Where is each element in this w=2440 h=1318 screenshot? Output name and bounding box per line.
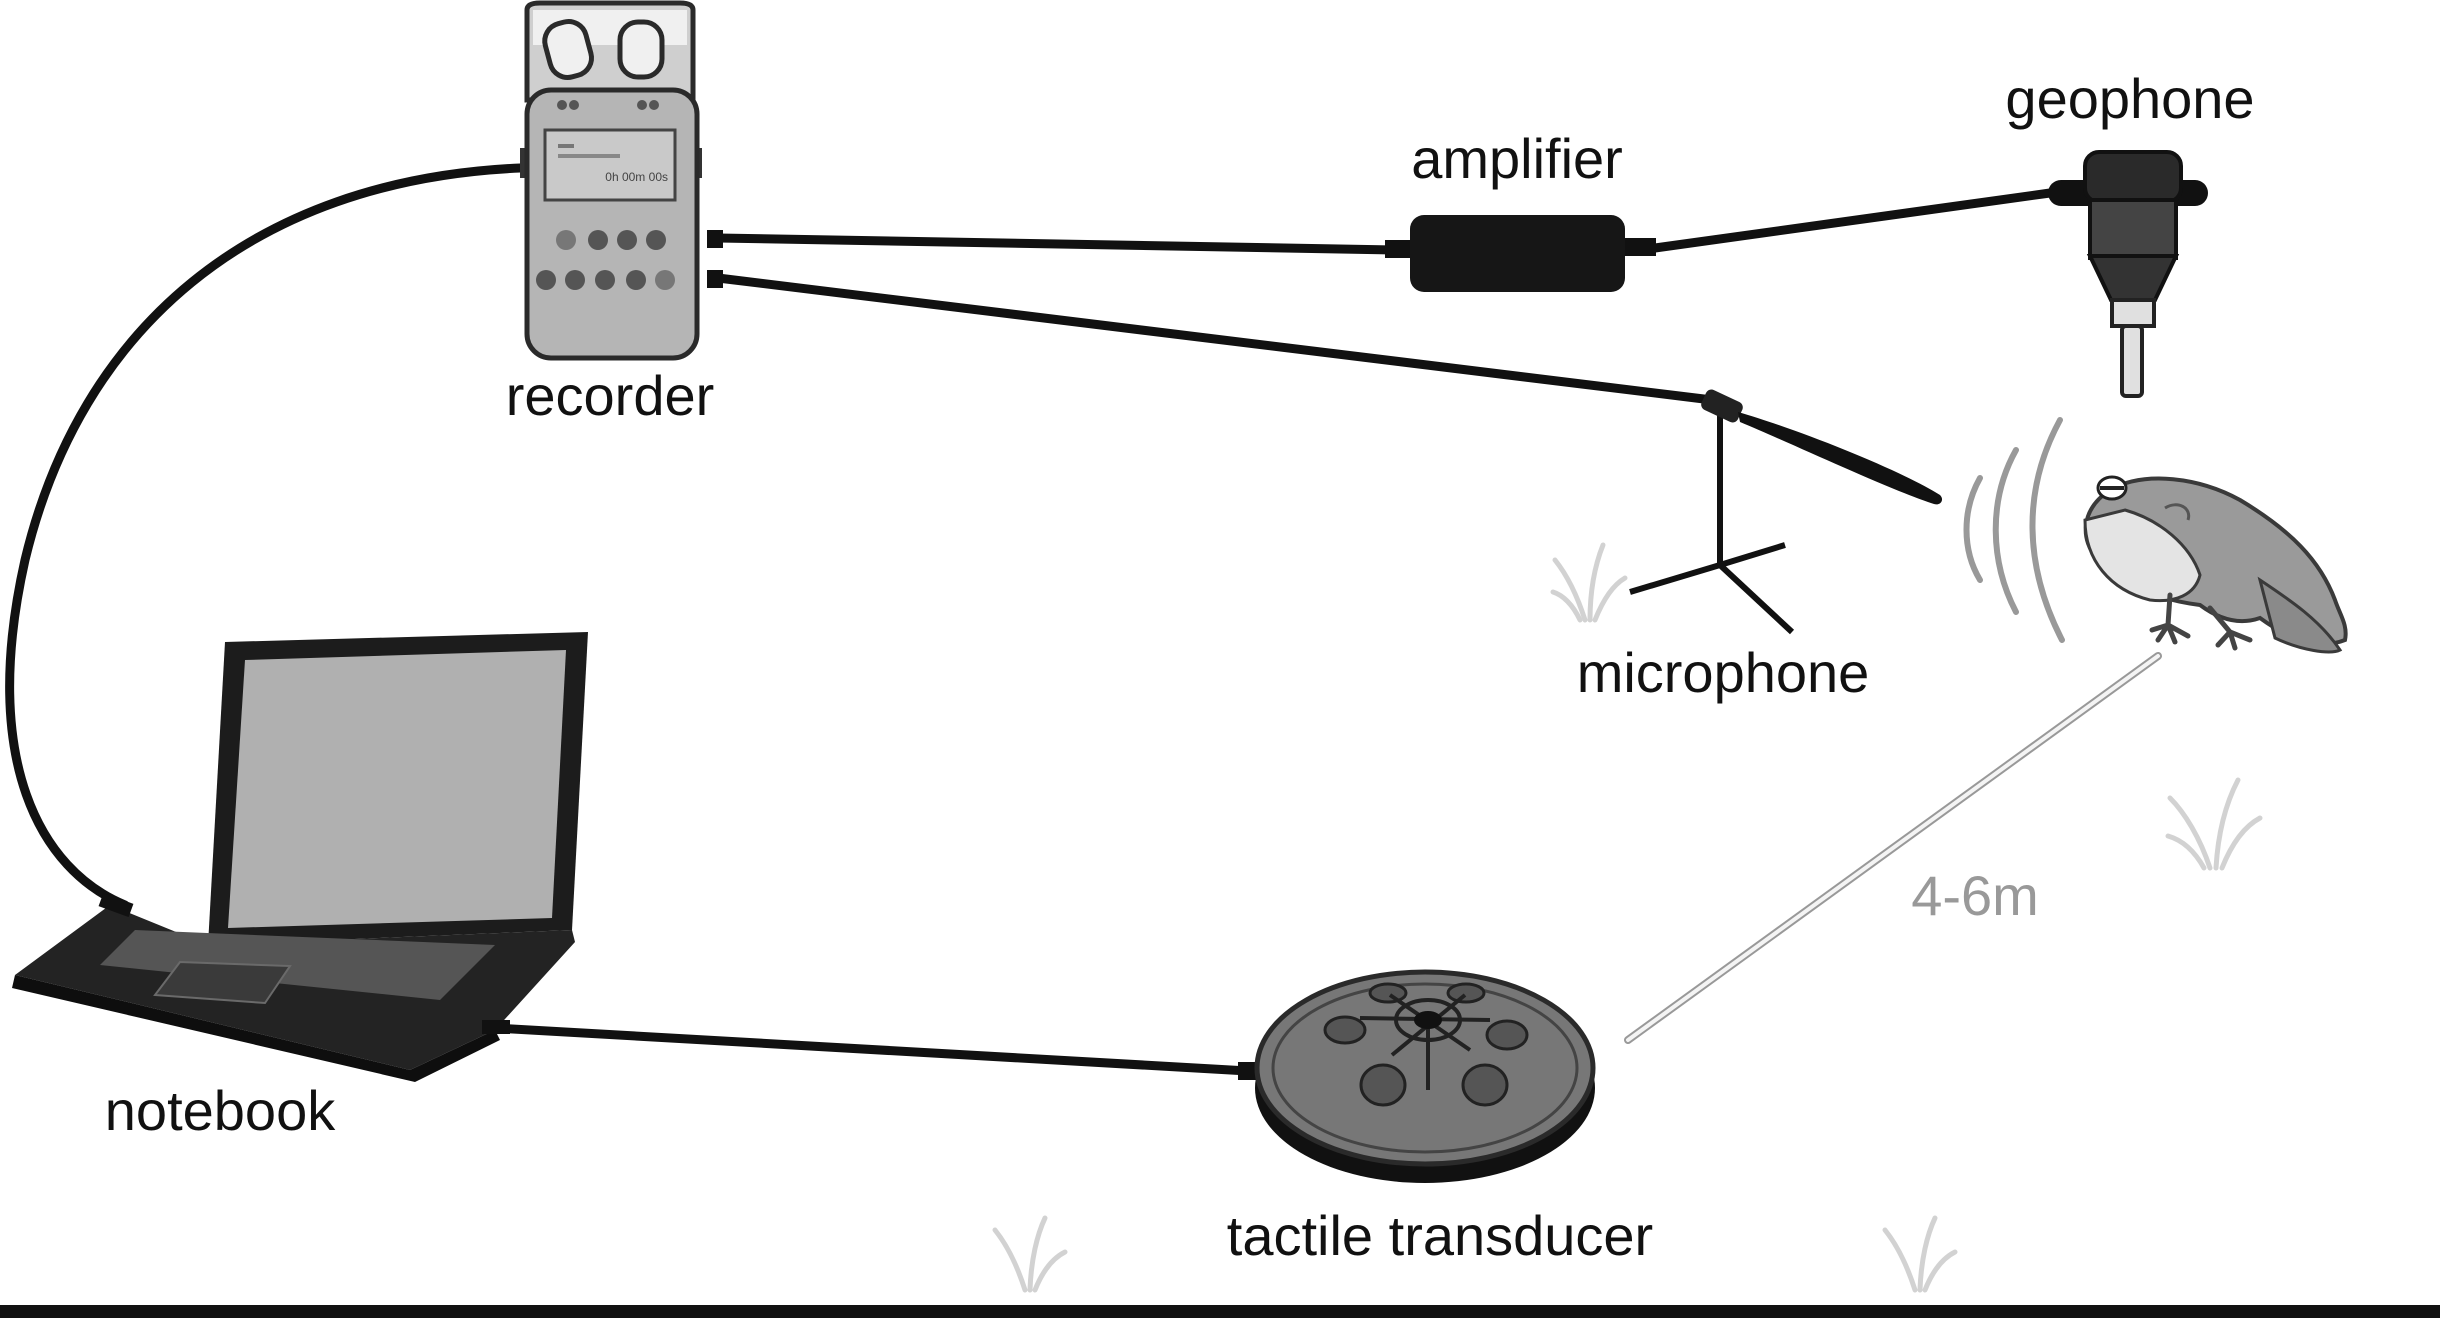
recorder-time-readout: 0h 00m 00s xyxy=(605,170,668,184)
geophone-device xyxy=(2048,150,2208,398)
label-distance: 4-6m xyxy=(1911,864,2039,927)
cable-amplifier-geophone xyxy=(1650,188,2055,253)
label-amplifier: amplifier xyxy=(1411,127,1623,190)
grass-tuft-bottom-right xyxy=(1882,1215,1958,1293)
notebook-computer xyxy=(12,632,588,1082)
cable-notebook-transducer xyxy=(490,1023,1253,1076)
bottom-border xyxy=(0,1305,2440,1318)
label-geophone: geophone xyxy=(2005,67,2254,130)
cable-recorder-amplifier xyxy=(713,233,1400,255)
label-notebook: notebook xyxy=(105,1079,336,1142)
recorder-screen xyxy=(543,128,677,202)
tactile-transducer-device xyxy=(1238,969,1596,1183)
sound-waves xyxy=(1963,417,2065,643)
grass-tuft-center xyxy=(1550,542,1628,623)
microphone-device xyxy=(1629,389,1943,635)
distance-line xyxy=(1624,652,2162,1044)
amplifier-device xyxy=(1385,215,1656,292)
cable-recorder-microphone xyxy=(713,273,1717,405)
grass-tuft-bottom-left xyxy=(992,1215,1068,1293)
frog-illustration xyxy=(2083,475,2348,654)
label-recorder: recorder xyxy=(506,364,715,427)
label-microphone: microphone xyxy=(1577,641,1870,704)
grass-tuft-right xyxy=(2165,777,2263,871)
label-tactile-transducer: tactile transducer xyxy=(1227,1204,1653,1267)
cable-recorder-notebook xyxy=(5,163,525,910)
recorder-device: 0h 00m 00s xyxy=(520,0,723,361)
